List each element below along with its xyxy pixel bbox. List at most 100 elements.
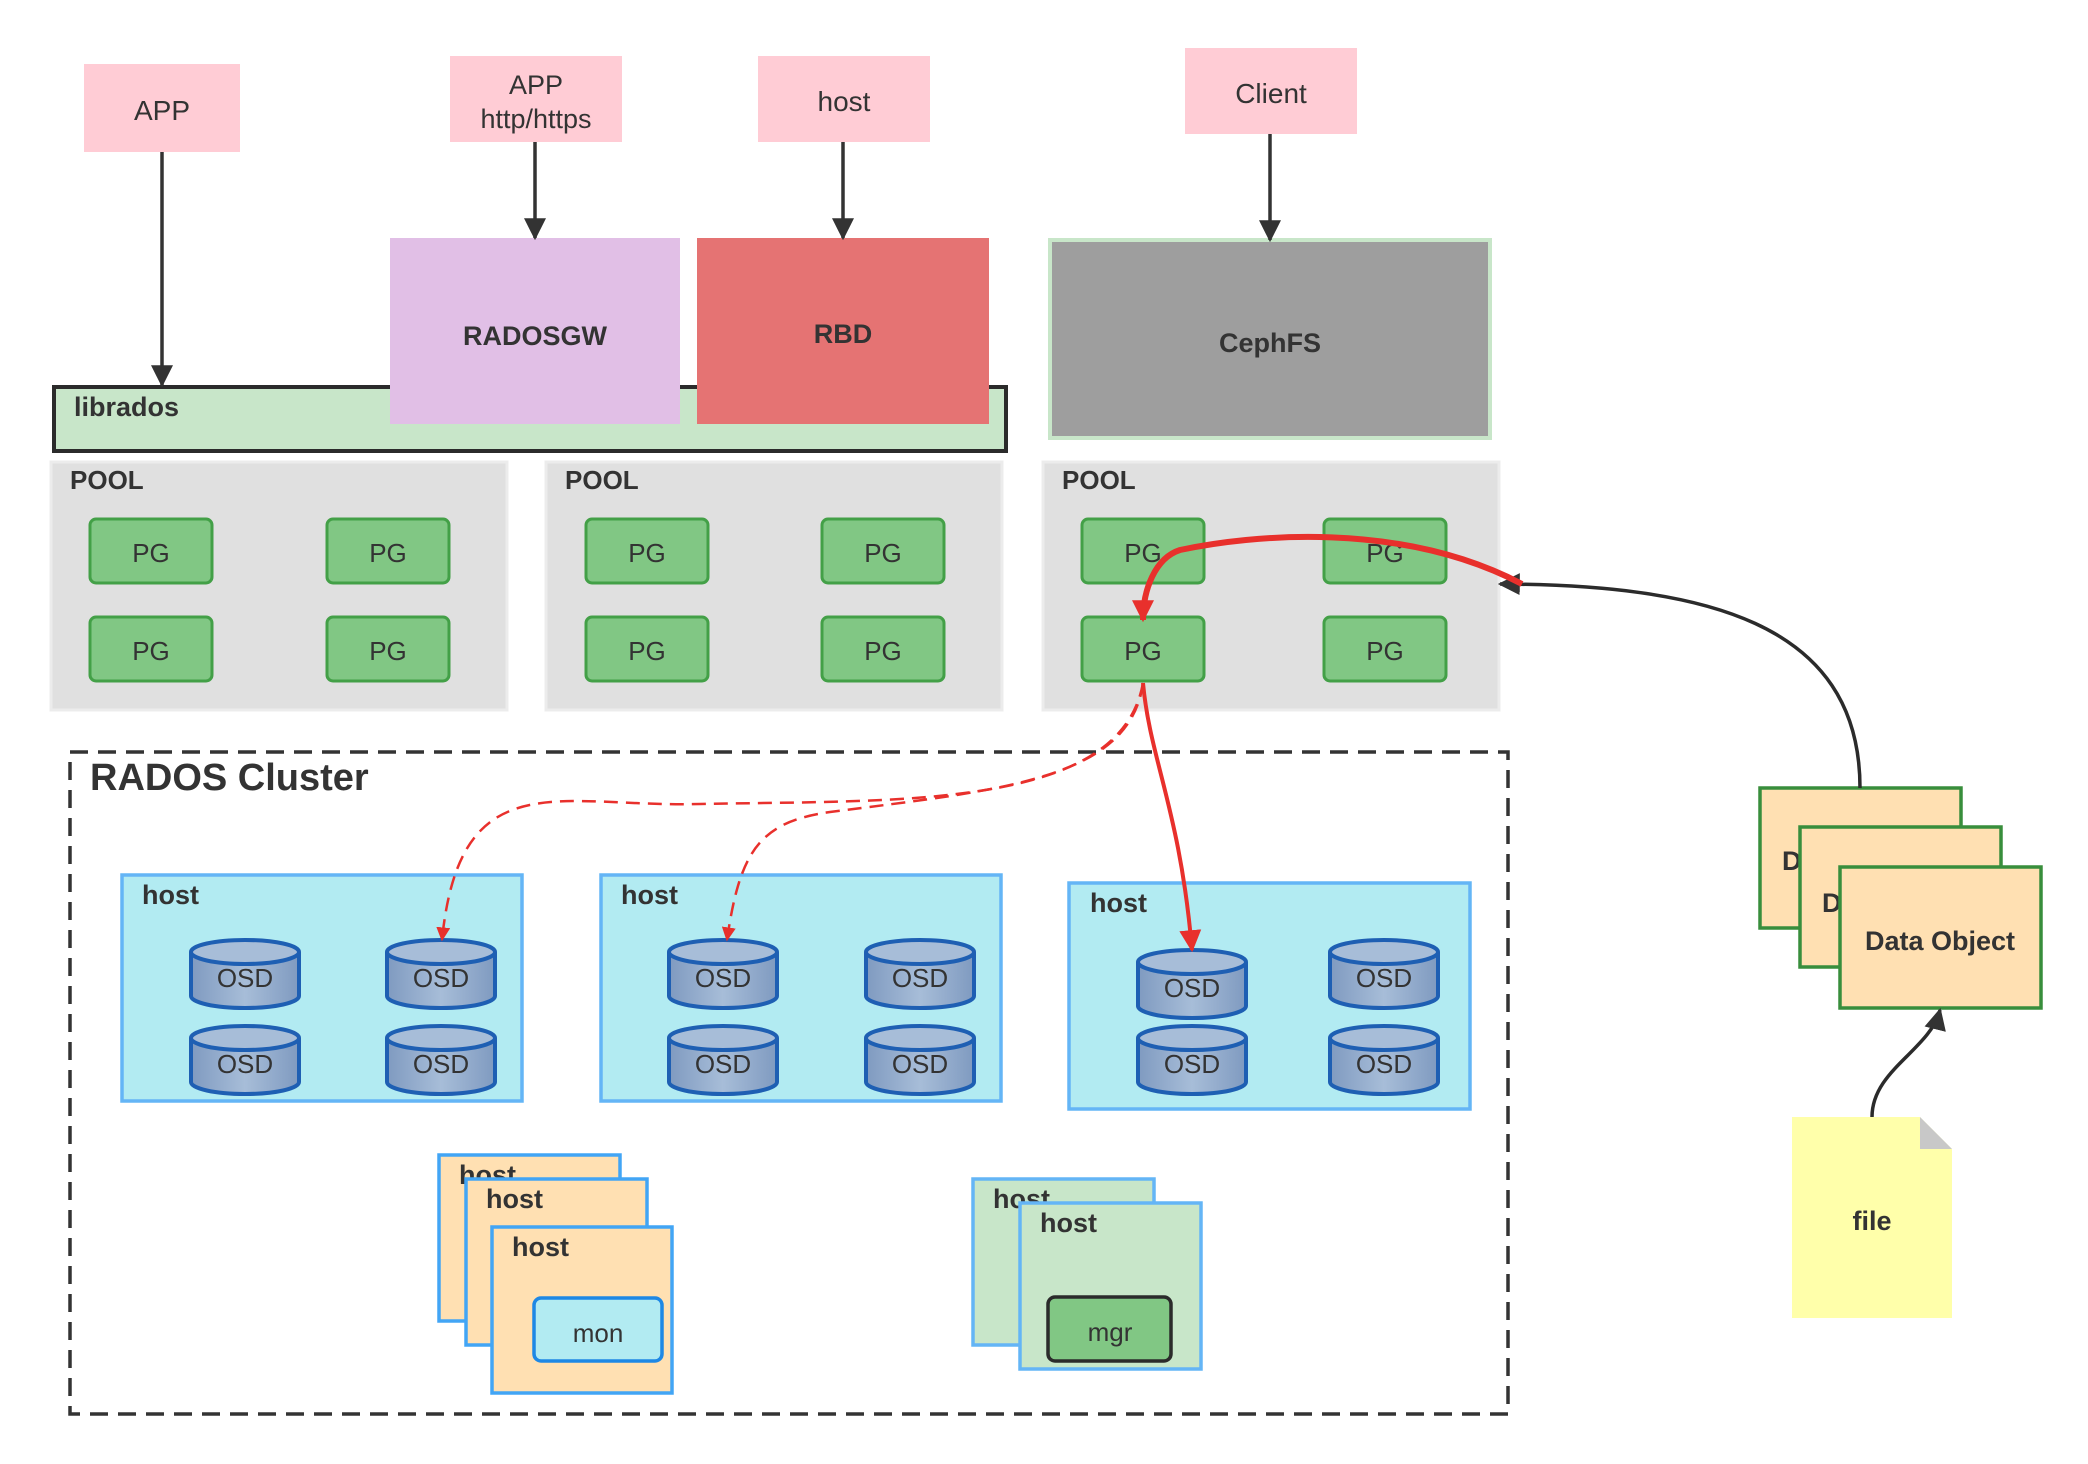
osd-label: OSD <box>1164 973 1220 1003</box>
osd-disk: OSD <box>864 1024 976 1096</box>
mon-host-stack: host host host mon <box>437 1153 674 1395</box>
cephfs-box: CephFS <box>1048 238 1492 440</box>
client-client-label: Client <box>1235 78 1307 109</box>
osd-disk: OSD <box>1328 1024 1440 1096</box>
data-object-middle-label: D <box>1822 888 1842 918</box>
pool-1-title: POOL <box>70 465 144 495</box>
mgr-host-stack: host host mgr <box>971 1177 1203 1371</box>
osd-disk: OSD <box>1136 1024 1248 1096</box>
arrow-pg-to-primary-osd <box>1141 682 1202 953</box>
pg: PG <box>584 517 710 585</box>
pg-label: PG <box>864 636 902 666</box>
osd-label: OSD <box>695 1049 751 1079</box>
mon-host-middle-label: host <box>486 1184 543 1214</box>
mgr-label: mgr <box>1088 1317 1133 1347</box>
mon-daemon: mon <box>532 1296 664 1363</box>
file-corner-fold <box>1920 1117 1952 1149</box>
pg: PG <box>820 615 946 683</box>
osd-label: OSD <box>413 1049 469 1079</box>
osd-label: OSD <box>1164 1049 1220 1079</box>
osd-label: OSD <box>892 963 948 993</box>
file-document: file <box>1792 1117 1952 1318</box>
data-object-stack: D D Data Object <box>1758 786 2043 1010</box>
pg-label: PG <box>864 538 902 568</box>
osd-label: OSD <box>217 963 273 993</box>
data-object-front <box>1838 865 2043 1010</box>
client-client: Client <box>1185 48 1357 134</box>
osd-host-3-label: host <box>1090 888 1147 918</box>
osd-label: OSD <box>1356 1049 1412 1079</box>
osd-host-1: host OSD OSD OSD OSD <box>120 873 524 1103</box>
pool-2: POOL PG PG PG PG <box>544 460 1004 712</box>
mgr-daemon: mgr <box>1046 1295 1173 1363</box>
osd-label: OSD <box>695 963 751 993</box>
client-app-http-label-2: http/https <box>480 104 591 134</box>
osd-disk: OSD <box>385 1024 497 1096</box>
pg: PG <box>820 517 946 585</box>
data-object-back-label: D <box>1782 846 1802 876</box>
osd-host-2-label: host <box>621 880 678 910</box>
client-host: host <box>758 56 930 142</box>
pg-label: PG <box>132 538 170 568</box>
rbd-box: RBD <box>697 238 989 424</box>
rbd-label: RBD <box>814 319 873 349</box>
data-object-label: Data Object <box>1865 926 2015 956</box>
client-app-label: APP <box>134 95 190 126</box>
rados-cluster: RADOS Cluster <box>68 750 1510 1416</box>
pg: PG <box>325 517 451 585</box>
osd-host-2: host OSD OSD OSD OSD <box>599 873 1003 1103</box>
pg-label: PG <box>628 636 666 666</box>
client-app: APP <box>84 64 240 152</box>
client-app-http: APP http/https <box>450 56 622 142</box>
pg-label: PG <box>369 636 407 666</box>
pg-label: PG <box>132 636 170 666</box>
osd-label: OSD <box>1356 963 1412 993</box>
osd-label: OSD <box>892 1049 948 1079</box>
pg: PG <box>1080 517 1206 585</box>
osd-host-3: host OSD OSD OSD OSD <box>1067 881 1472 1111</box>
client-app-http-label-1: APP <box>509 70 563 100</box>
osd-disk-target: OSD <box>1136 948 1248 1020</box>
pg-label: PG <box>628 538 666 568</box>
osd-disk: OSD <box>189 1024 301 1096</box>
osd-disk: OSD <box>385 938 497 1010</box>
arrow-object-to-pg-mapping <box>1132 533 1524 623</box>
pg-label: PG <box>369 538 407 568</box>
osd-disk: OSD <box>189 938 301 1010</box>
radosgw-box: RADOSGW <box>390 238 680 424</box>
mon-label: mon <box>573 1318 624 1348</box>
arrow-file-to-data-object <box>1870 1007 1946 1118</box>
pg: PG <box>1322 615 1448 683</box>
client-host-label: host <box>818 86 871 117</box>
pg: PG <box>88 517 214 585</box>
pg: PG <box>325 615 451 683</box>
osd-disk: OSD <box>667 1024 779 1096</box>
radosgw-label: RADOSGW <box>463 321 608 351</box>
mgr-host-front-label: host <box>1040 1208 1097 1238</box>
pg: PG <box>584 615 710 683</box>
arrow-data-object-to-pool <box>1497 573 1862 789</box>
pg-label: PG <box>1124 636 1162 666</box>
librados-label: librados <box>74 392 179 422</box>
mon-host-front-label: host <box>512 1232 569 1262</box>
osd-label: OSD <box>413 963 469 993</box>
osd-label: OSD <box>217 1049 273 1079</box>
osd-disk: OSD <box>667 938 779 1010</box>
pg-label: PG <box>1366 636 1404 666</box>
osd-disk: OSD <box>1328 938 1440 1010</box>
pool-2-title: POOL <box>565 465 639 495</box>
pool-1: POOL PG PG PG PG <box>49 460 509 712</box>
arrow-pg-to-replica-osd-1 <box>436 682 1145 942</box>
osd-host-1-label: host <box>142 880 199 910</box>
osd-disk: OSD <box>864 938 976 1010</box>
pool-3-title: POOL <box>1062 465 1136 495</box>
pg-label: PG <box>1124 538 1162 568</box>
pool-3: POOL PG PG PG PG <box>1041 460 1501 712</box>
pg-target: PG <box>1080 615 1206 683</box>
pg: PG <box>88 615 214 683</box>
rados-cluster-title: RADOS Cluster <box>90 757 369 799</box>
file-label: file <box>1852 1206 1891 1236</box>
cephfs-label: CephFS <box>1219 328 1321 358</box>
